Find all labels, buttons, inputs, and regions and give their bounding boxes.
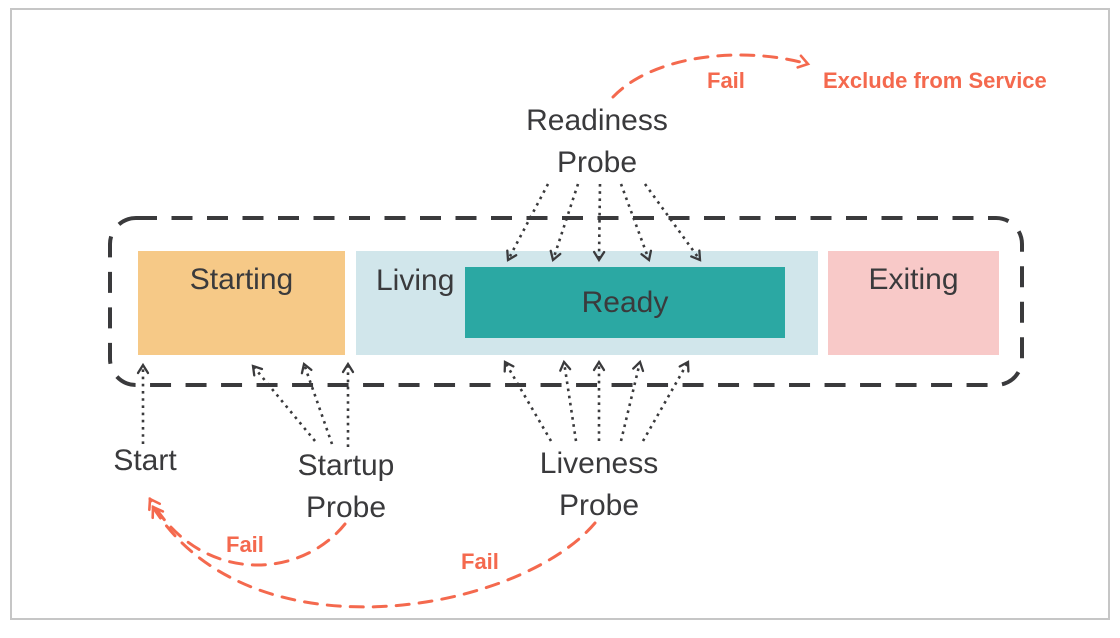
- exclude-from-service-label: Exclude from Service: [823, 68, 1047, 93]
- fail-label-liveness: Fail: [461, 549, 499, 574]
- startup-probe-arrows: [251, 361, 355, 447]
- state-label-ready: Ready: [581, 285, 669, 319]
- startup-probe-label: Startup Probe: [298, 445, 395, 529]
- fail-curve-startup-to-start: [148, 496, 347, 567]
- readiness-probe-line2: Probe: [556, 146, 638, 179]
- fail-label-startup: Fail: [226, 532, 264, 557]
- liveness-probe-label: Liveness Probe: [540, 443, 658, 527]
- start-label: Start: [113, 444, 177, 477]
- fail-curves: [148, 53, 811, 609]
- fail-curve-liveness-to-start: [151, 505, 597, 609]
- fail-label-readiness: Fail: [707, 68, 745, 93]
- lifecycle-dashed-boundary: [108, 216, 1024, 387]
- startup-probe-line2: Probe: [305, 491, 387, 524]
- state-box-exiting: Exiting: [828, 251, 999, 355]
- state-label-living: Living: [376, 264, 455, 297]
- liveness-probe-arrows: [503, 359, 690, 442]
- readiness-probe-arrows: [506, 183, 702, 263]
- state-label-starting: Starting: [189, 263, 294, 296]
- state-label-exiting: Exiting: [868, 263, 959, 296]
- liveness-probe-line1: Liveness: [539, 447, 659, 480]
- state-box-starting: Starting: [138, 251, 345, 355]
- startup-probe-line1: Startup: [297, 449, 395, 482]
- state-box-ready: Ready: [465, 267, 785, 338]
- readiness-probe-line1: Readiness: [526, 104, 668, 137]
- liveness-probe-line2: Probe: [558, 489, 640, 522]
- readiness-probe-label: Readiness Probe: [526, 100, 668, 184]
- fail-curve-readiness-to-exclude: [611, 53, 811, 99]
